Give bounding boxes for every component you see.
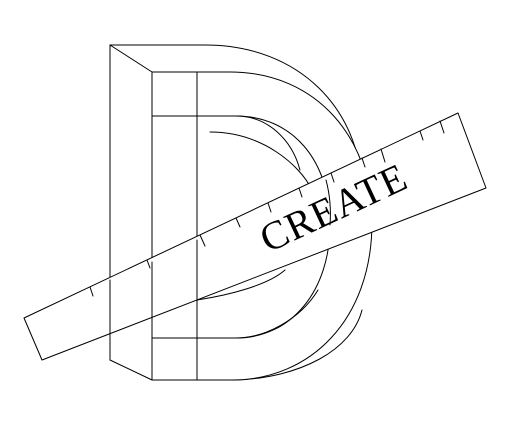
letter-d-inner-depth xyxy=(196,115,319,339)
ruler xyxy=(23,112,487,361)
ruler-ticks xyxy=(89,120,445,297)
